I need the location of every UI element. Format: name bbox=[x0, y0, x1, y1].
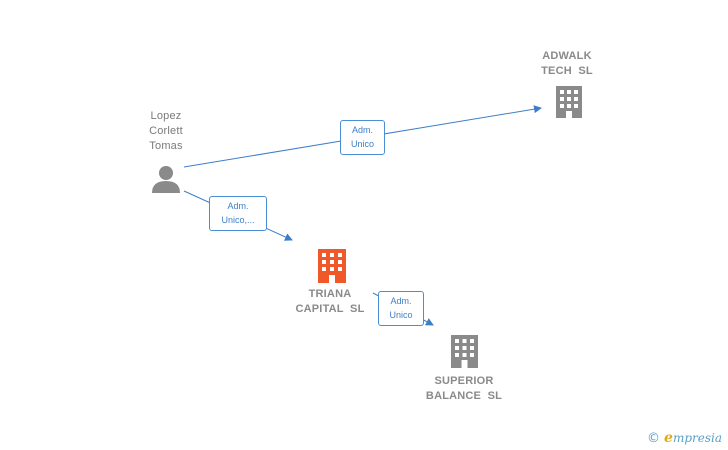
label-line: Lopez bbox=[150, 110, 182, 122]
edge-label-line: Unico bbox=[350, 139, 374, 149]
node-label-adwalk[interactable]: ADWALK TECH SL bbox=[522, 49, 612, 79]
person-icon[interactable] bbox=[152, 166, 180, 193]
brand-logo-letter: e bbox=[664, 430, 673, 446]
building-icon-focus[interactable] bbox=[318, 249, 346, 283]
node-label-triana[interactable]: TRIANA CAPITAL SL bbox=[284, 287, 376, 317]
node-label-superior[interactable]: SUPERIOR BALANCE SL bbox=[418, 374, 510, 404]
label-line: CAPITAL SL bbox=[295, 303, 365, 315]
building-icon[interactable] bbox=[451, 335, 478, 368]
edge-label-line: Unico,... bbox=[221, 215, 255, 225]
edge-label-line: Adm. bbox=[351, 125, 373, 135]
label-line: BALANCE SL bbox=[425, 390, 503, 402]
edge-label-person-triana[interactable]: Adm. Unico,... bbox=[209, 196, 267, 231]
copyright-symbol: © bbox=[647, 431, 661, 446]
edge-label-line: Unico bbox=[389, 310, 413, 320]
building-icon[interactable] bbox=[556, 86, 582, 118]
label-line: TECH SL bbox=[541, 65, 593, 77]
edge-label-line: Adm. bbox=[227, 201, 249, 211]
label-line: Corlett bbox=[149, 125, 183, 137]
label-line: Tomas bbox=[149, 140, 183, 152]
edge-label-person-adwalk[interactable]: Adm. Unico bbox=[340, 120, 385, 155]
label-line: ADWALK bbox=[542, 50, 592, 62]
edge-label-line: Adm. bbox=[390, 296, 412, 306]
brand-name: mpresia bbox=[672, 431, 722, 445]
label-line: TRIANA bbox=[308, 288, 352, 300]
brand-watermark: ©empresia bbox=[647, 430, 722, 446]
edge-label-triana-superior[interactable]: Adm. Unico bbox=[378, 291, 424, 326]
node-label-person[interactable]: Lopez Corlett Tomas bbox=[126, 109, 206, 154]
label-line: SUPERIOR bbox=[434, 375, 494, 387]
